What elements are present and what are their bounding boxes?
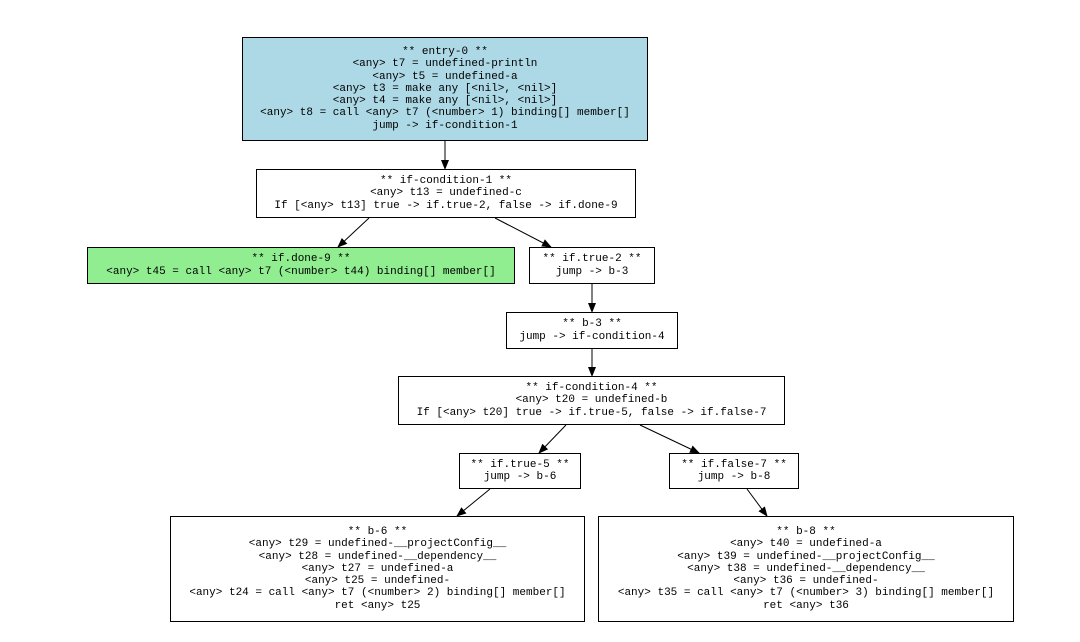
node-line: <any> t7 = undefined-println xyxy=(352,58,538,71)
node-title: ** if.false-7 ** xyxy=(681,458,787,471)
node-line: jump -> b-3 xyxy=(555,265,629,278)
node-line: <any> t29 = undefined-__projectConfig__ xyxy=(248,538,507,551)
node-title: ** entry-0 ** xyxy=(402,45,488,58)
node-line: <any> t35 = call <any> t7 (<number> 3) b… xyxy=(617,587,995,600)
node-b-8: ** b-8 ** <any> t40 = undefined-a <any> … xyxy=(598,516,1014,622)
edge-if-false-7-to-b-8 xyxy=(746,488,768,517)
node-line: <any> t20 = undefined-b xyxy=(515,394,668,407)
node-line: <any> t3 = make any [<nil>, <nil>] xyxy=(332,82,558,95)
node-line: jump -> b-6 xyxy=(483,471,557,483)
node-line: jump -> b-8 xyxy=(697,471,771,483)
node-title: ** if.true-5 ** xyxy=(470,458,570,471)
node-title: ** b-3 ** xyxy=(562,318,622,331)
node-line: <any> t40 = undefined-a xyxy=(730,538,882,551)
node-if-done-9: ** if.done-9 ** <any> t45 = call <any> t… xyxy=(87,247,515,284)
node-line: jump -> if-condition-1 xyxy=(372,119,518,132)
edge-if-true-5-to-b-6 xyxy=(456,488,491,517)
node-entry-0: ** entry-0 ** <any> t7 = undefined-print… xyxy=(242,37,648,141)
node-title: ** b-6 ** xyxy=(347,525,408,538)
edge-if-condition-1-to-if-true-2 xyxy=(494,217,552,248)
node-line: <any> t8 = call <any> t7 (<number> 1) bi… xyxy=(260,107,630,120)
node-line: ret <any> t36 xyxy=(763,599,849,612)
node-line: <any> t36 = undefined- xyxy=(733,575,879,588)
node-b-6: ** b-6 ** <any> t29 = undefined-__projec… xyxy=(170,516,585,622)
node-line: <any> t45 = call <any> t7 (<number> t44)… xyxy=(106,265,496,278)
node-if-true-5: ** if.true-5 ** jump -> b-6 xyxy=(459,453,581,489)
node-line: <any> t4 = make any [<nil>, <nil>] xyxy=(332,95,558,108)
node-if-true-2: ** if.true-2 ** jump -> b-3 xyxy=(529,247,655,284)
node-title: ** b-8 ** xyxy=(776,525,836,538)
node-line: <any> t5 = undefined-a xyxy=(372,70,518,83)
node-line: If [<any> t13] true -> if.true-2, false … xyxy=(274,199,618,212)
node-if-false-7: ** if.false-7 ** jump -> b-8 xyxy=(669,453,799,489)
node-line: <any> t13 = undefined-c xyxy=(370,187,522,200)
node-title: ** if-condition-4 ** xyxy=(525,382,658,395)
node-line: <any> t39 = undefined-__projectConfig__ xyxy=(677,550,935,563)
node-title: ** if.true-2 ** xyxy=(542,253,642,266)
node-line: ret <any> t25 xyxy=(334,599,421,612)
node-line: <any> t25 = undefined- xyxy=(304,575,451,588)
node-line: jump -> if-condition-4 xyxy=(519,330,665,343)
node-line: <any> t38 = undefined-__dependency__ xyxy=(687,562,925,575)
edge-if-condition-1-to-if-done-9 xyxy=(337,217,370,248)
node-line: <any> t24 = call <any> t7 (<number> 2) b… xyxy=(189,587,566,600)
node-line: If [<any> t20] true -> if.true-5, false … xyxy=(416,406,767,419)
node-title: ** if.done-9 ** xyxy=(251,253,351,266)
node-line: <any> t28 = undefined-__dependency__ xyxy=(258,550,497,563)
node-if-condition-4: ** if-condition-4 ** <any> t20 = undefin… xyxy=(398,376,785,425)
node-if-condition-1: ** if-condition-1 ** <any> t13 = undefin… xyxy=(256,169,636,218)
node-line: <any> t27 = undefined-a xyxy=(301,562,454,575)
node-title: ** if-condition-1 ** xyxy=(379,175,513,188)
node-b-3: ** b-3 ** jump -> if-condition-4 xyxy=(506,312,678,349)
edge-if-condition-4-to-if-false-7 xyxy=(639,424,700,454)
edge-if-condition-4-to-if-true-5 xyxy=(538,424,567,454)
